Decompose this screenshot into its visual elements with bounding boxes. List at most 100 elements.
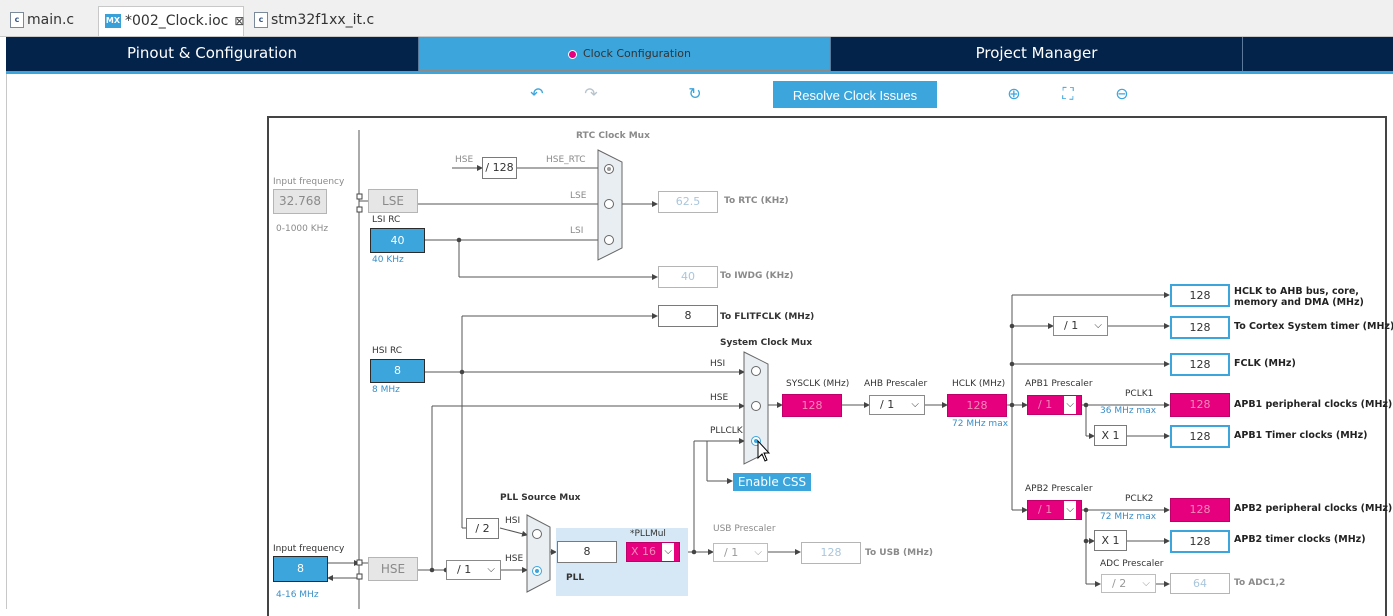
pclk2-max: 72 MHz max [1100,512,1157,522]
output-apb2-timer: 128 [1170,530,1230,553]
rtc-lsi-radio[interactable] [604,235,614,245]
system-clock-mux-title: System Clock Mux [720,338,813,348]
ahb-prescaler-select[interactable]: / 1 ⌵ [869,395,925,415]
tab-label: *002_Clock.ioc [125,13,229,29]
tab-pinout-configuration[interactable]: Pinout & Configuration [6,37,418,71]
rtc-lse-label: LSE [570,191,587,201]
nav-label: Project Manager [975,44,1098,62]
flitf-output: 8 [658,305,718,327]
rtc-lsi-label: LSI [570,226,584,236]
sysmux-hse-radio[interactable] [751,401,761,411]
rtc-hse-label: HSE [455,155,474,165]
hclk-label: HCLK (MHz) [952,379,1006,389]
output-apb1-peripheral-label: APB1 peripheral clocks (MHz) [1234,399,1393,410]
rtc-output: 62.5 [658,191,718,213]
rtc-output-label: To RTC (KHz) [724,196,789,206]
hclk-value[interactable]: 128 [947,394,1007,417]
output-fclk-label: FCLK (MHz) [1234,358,1296,369]
pll-src-hse-radio[interactable] [532,566,542,576]
apb1-prescaler-select[interactable]: / 1 ⌵ [1027,395,1082,415]
pclk1-label: PCLK1 [1125,389,1154,399]
adc-output: 64 [1170,573,1230,594]
sysmux-pllclk-radio[interactable] [751,436,761,446]
apb2-prescaler-select[interactable]: / 1⌵ [1027,500,1082,520]
pll-src-hse-label: HSE [505,554,524,564]
tab-clock-configuration[interactable]: Clock Configuration [419,37,830,71]
lsi-frequency: 40 KHz [372,255,404,265]
sysmux-hse-label: HSE [710,393,729,403]
rtc-hse-rtc-label: HSE_RTC [546,155,586,165]
pll-src-hsi-label: HSI [505,516,521,526]
pll-src-hsi-radio[interactable] [532,529,542,539]
lsi-label: LSI RC [372,215,401,225]
pll-hsi-divider: / 2 [466,518,499,539]
apb2-prescaler-label: APB2 Prescaler [1025,484,1093,494]
output-hclk-ahb: 128 [1170,284,1230,307]
adc-prescaler-select[interactable]: / 2⌵ [1101,574,1156,593]
pll-mul-label: *PLLMul [630,529,666,539]
chevron-down-icon: ⌵ [754,547,762,558]
undo-icon[interactable]: ↶ [530,84,544,103]
flitf-output-label: To FLITFCLK (MHz) [720,312,815,322]
rtc-lse-radio[interactable] [604,199,614,209]
cortex-timer-divider-select[interactable]: / 1 ⌵ [1053,316,1108,336]
lse-input-label: Input frequency [273,177,345,187]
chevron-down-icon: ⌵ [1064,501,1076,519]
chevron-down-icon: ⌵ [1064,396,1076,414]
usb-prescaler-label: USB Prescaler [713,524,776,534]
enable-css-button[interactable]: Enable CSS [733,473,811,491]
rtc-mux-title: RTC Clock Mux [576,131,650,141]
hse-input-label: Input frequency [273,544,345,554]
divider [418,37,419,71]
mx-file-icon: MX [105,14,121,28]
sysmux-hsi-radio[interactable] [751,366,761,376]
chevron-down-icon: ⌵ [911,399,919,410]
iwdg-output: 40 [658,266,718,288]
pll-source-mux-title: PLL Source Mux [500,493,581,503]
refresh-icon[interactable]: ↻ [688,84,702,103]
nav-label: Clock Configuration [583,47,691,60]
lse-input-frequency[interactable]: 32.768 [273,189,327,214]
zoom-in-icon[interactable]: ⊕ [1007,84,1021,103]
output-fclk: 128 [1170,353,1230,376]
adc-prescaler-label: ADC Prescaler [1100,559,1164,569]
zoom-out-icon[interactable]: ⊖ [1115,84,1129,103]
close-icon[interactable]: ⊠ [234,14,245,28]
sysmux-hsi-label: HSI [710,359,726,369]
adc-output-label: To ADC1,2 [1234,578,1286,588]
hse-input-frequency[interactable]: 8 [273,556,328,582]
pll-multiplier-select[interactable]: X 16⌵ [626,542,680,562]
pclk1-max: 36 MHz max [1100,406,1157,416]
apb1-prescaler-label: APB1 Prescaler [1025,379,1093,389]
hse-divider-select[interactable]: / 1⌵ [446,560,501,580]
select-value: / 1 [1064,319,1079,332]
select-value: / 1 [1038,398,1053,411]
chevron-down-icon: ⌵ [1094,320,1102,331]
apb2-timer-multiplier: X 1 [1094,530,1127,551]
usb-output-label: To USB (MHz) [865,548,933,558]
pll-label: PLL [566,573,585,583]
tab-clock-ioc[interactable]: MX *002_Clock.ioc ⊠ [98,6,244,36]
hsi-frequency: 8 MHz [372,385,400,395]
select-value: / 2 [1112,577,1127,590]
select-value: / 1 [880,398,895,411]
fit-screen-icon[interactable]: ⛶ [1062,84,1074,103]
output-hclk-ahb-label: HCLK to AHB bus, core, memory and DMA (M… [1234,286,1364,308]
rtc-hse-radio[interactable] [604,164,614,174]
sysclk-value[interactable]: 128 [782,394,842,417]
tab-label: main.c [27,12,75,28]
usb-prescaler-select[interactable]: / 1⌵ [713,543,768,562]
output-cortex-timer: 128 [1170,316,1230,339]
sysclk-label: SYSCLK (MHz) [786,379,850,389]
resolve-clock-issues-button[interactable]: Resolve Clock Issues [773,81,937,108]
chevron-down-icon: ⌵ [662,543,674,561]
tab-project-manager[interactable]: Project Manager [831,37,1242,71]
rtc-hse-divider: / 128 [482,157,517,179]
tab-label: stm32f1xx_it.c [271,12,375,28]
sysmux-pllclk-label: PLLCLK [710,426,743,436]
hclk-max: 72 MHz max [952,419,1009,429]
redo-icon[interactable]: ↷ [584,84,598,103]
